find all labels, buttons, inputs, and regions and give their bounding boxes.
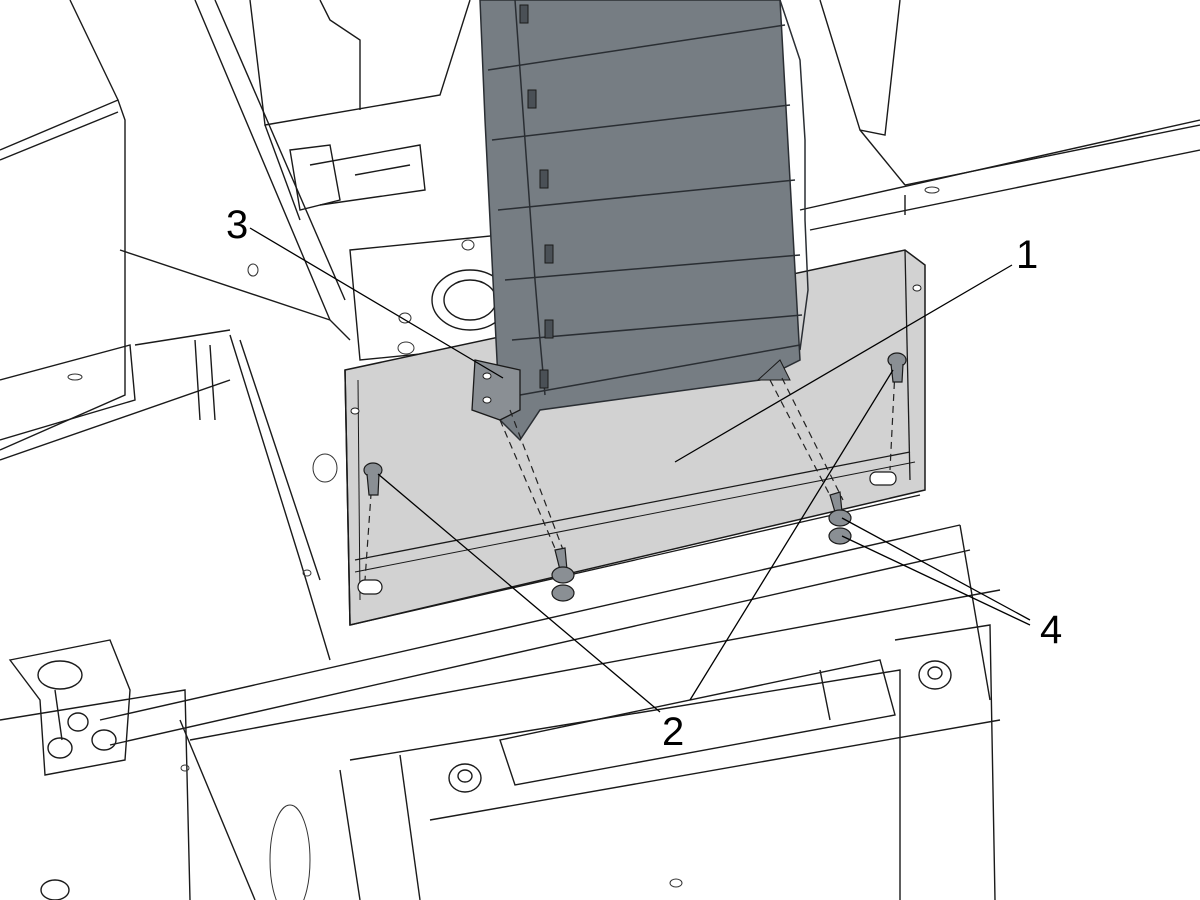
leader-2b [689,369,894,701]
callout-2: 2 [662,710,684,754]
callout-3: 3 [226,203,248,247]
callout-1: 1 [1016,233,1038,277]
callout-4: 4 [1040,608,1062,652]
leader-4b [841,535,1031,626]
leader-lines [249,227,1031,713]
leader-1 [674,264,1013,463]
housing-screws [40,660,952,900]
chain-links [487,0,809,396]
left-clamp-screws [47,712,117,759]
callouts: 1 2 3 4 [226,203,1062,754]
leader-2a [377,473,661,713]
assembly-lines [364,369,896,581]
leader-3 [249,227,504,379]
cable-chain [471,0,809,442]
fasteners [363,352,907,602]
leader-4a [841,517,1031,621]
